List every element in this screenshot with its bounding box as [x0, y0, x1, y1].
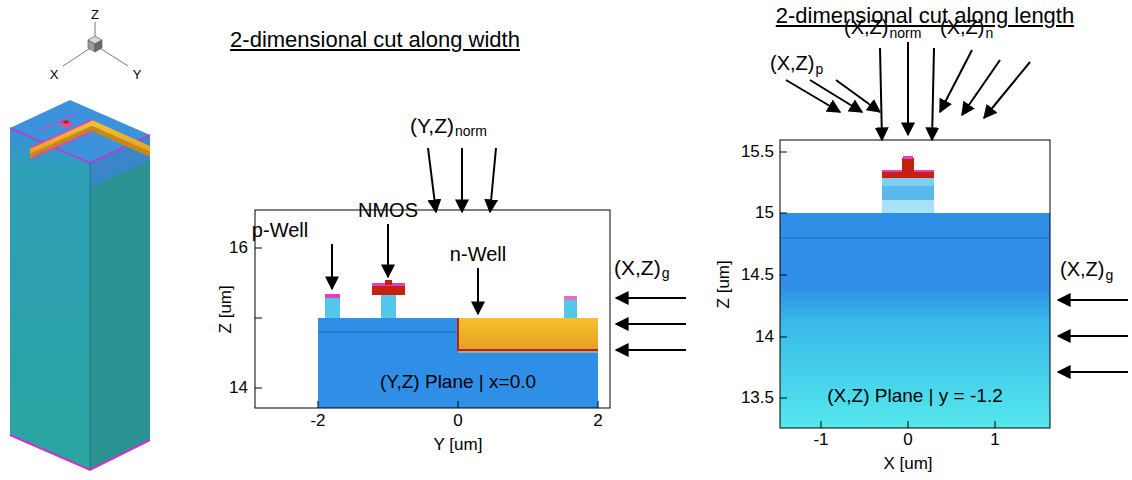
length-cut-plot: [780, 140, 1050, 428]
tick-label: 14.5: [741, 266, 774, 285]
view-direction-label: (X,Z): [844, 16, 888, 38]
axis-label: X: [50, 68, 59, 82]
tick-label: 0: [453, 412, 462, 431]
region-label: NMOS: [358, 199, 418, 221]
view-direction-subscript: g: [662, 266, 670, 281]
section-title: 2-dimensional cut along width: [230, 28, 520, 52]
view-direction-subscript: norm: [455, 124, 487, 139]
axis-title: X [um]: [883, 455, 932, 474]
view-direction-label: (Y,Z): [410, 114, 454, 137]
tick-label: 1: [990, 431, 999, 450]
view-direction-subscript: n: [985, 26, 993, 41]
tick-label: -2: [310, 412, 325, 431]
axis-label: Y: [133, 68, 142, 82]
tick-label: 16: [229, 239, 248, 258]
region-label: p-Well: [252, 219, 308, 241]
tick-label: 14: [229, 379, 248, 398]
view-direction-subscript: norm: [889, 26, 921, 41]
view-direction-label: (X,Z): [614, 256, 661, 279]
tick-label: 2: [593, 412, 602, 431]
axis-title: Z [um]: [217, 285, 236, 333]
axis-triad: [63, 22, 128, 66]
plane-label: (X,Z) Plane | y = -1.2: [827, 386, 1002, 407]
tick-label: 15.5: [741, 143, 774, 162]
tick-label: -1: [813, 431, 828, 450]
section-title: 2-dimensional cut along length: [776, 4, 1074, 28]
axis-label: Z: [91, 8, 99, 22]
view-direction-subscript: g: [1105, 268, 1113, 283]
axis-title: Y [um]: [434, 436, 483, 455]
region-label: n-Well: [450, 243, 506, 265]
axis-title: Z [um]: [715, 260, 734, 308]
view-direction-label: (X,Z): [1060, 258, 1104, 280]
view-direction-label: (X,Z): [940, 16, 984, 38]
tick-label: 15: [755, 204, 774, 223]
leader-arrows: [332, 148, 686, 350]
device-3d: [10, 100, 150, 470]
plane-label: (Y,Z) Plane | x=0.0: [380, 372, 536, 393]
leader-arrows: [786, 42, 1128, 372]
tick-label: 0: [903, 431, 912, 450]
width-cut-plot: [255, 210, 610, 408]
view-direction-label: (X,Z): [770, 52, 814, 74]
tick-label: 13.5: [741, 389, 774, 408]
tick-label: 14: [755, 328, 774, 347]
view-direction-subscript: p: [815, 62, 823, 77]
